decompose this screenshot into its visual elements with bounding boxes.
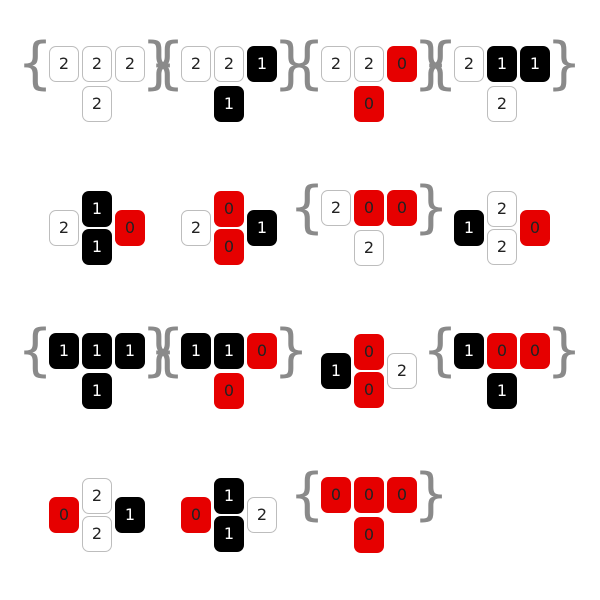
cross-bottom-tile: 0 [214,229,244,265]
cross-left-tile: 0 [181,497,211,533]
cross-right-tile: 1 [247,210,277,246]
row-tile: 2 [82,46,112,82]
row-tile: 0 [354,190,384,226]
row-tile: 0 [487,333,517,369]
open-brace: { [149,318,185,383]
cross-right-tile: 0 [115,210,145,246]
close-brace: } [413,175,449,240]
cross-left-tile: 0 [49,497,79,533]
row-tile: 0 [520,333,550,369]
close-brace: } [273,318,309,383]
row-tile: 2 [354,46,384,82]
below-tile: 1 [487,373,517,409]
row-tile: 0 [387,190,417,226]
cross-right-tile: 2 [387,353,417,389]
cross-top-tile: 0 [214,191,244,227]
cross-bottom-tile: 1 [82,229,112,265]
cross-top-tile: 2 [487,191,517,227]
close-brace: } [413,462,449,527]
row-tile: 1 [82,333,112,369]
cross-right-tile: 0 [520,210,550,246]
cross-top-tile: 1 [82,191,112,227]
row-tile: 1 [214,333,244,369]
below-tile: 2 [82,86,112,122]
below-tile: 0 [214,373,244,409]
row-tile: 2 [321,190,351,226]
below-tile: 1 [82,373,112,409]
row-tile: 0 [387,46,417,82]
open-brace: { [17,31,53,96]
below-tile: 2 [354,230,384,266]
row-tile: 1 [49,333,79,369]
row-tile: 1 [454,333,484,369]
cross-left-tile: 2 [49,210,79,246]
row-tile: 0 [354,477,384,513]
row-tile: 0 [321,477,351,513]
below-tile: 0 [354,86,384,122]
row-tile: 1 [181,333,211,369]
open-brace: { [289,462,325,527]
cross-left-tile: 2 [181,210,211,246]
cross-top-tile: 2 [82,478,112,514]
row-tile: 2 [214,46,244,82]
cross-right-tile: 1 [115,497,145,533]
row-tile: 0 [247,333,277,369]
row-tile: 2 [181,46,211,82]
row-tile: 2 [321,46,351,82]
below-tile: 0 [354,517,384,553]
cross-left-tile: 1 [454,210,484,246]
cross-left-tile: 1 [321,353,351,389]
cross-bottom-tile: 0 [354,372,384,408]
row-tile: 0 [387,477,417,513]
row-tile: 2 [454,46,484,82]
open-brace: { [149,31,185,96]
cross-top-tile: 1 [214,478,244,514]
close-brace: } [546,318,582,383]
open-brace: { [422,318,458,383]
row-tile: 1 [520,46,550,82]
cross-bottom-tile: 1 [214,516,244,552]
open-brace: { [422,31,458,96]
cross-bottom-tile: 2 [82,516,112,552]
row-tile: 2 [115,46,145,82]
below-tile: 1 [214,86,244,122]
open-brace: { [289,31,325,96]
row-tile: 1 [115,333,145,369]
open-brace: { [289,175,325,240]
cross-right-tile: 2 [247,497,277,533]
cross-bottom-tile: 2 [487,229,517,265]
close-brace: } [546,31,582,96]
below-tile: 2 [487,86,517,122]
cross-top-tile: 0 [354,334,384,370]
open-brace: { [17,318,53,383]
row-tile: 1 [487,46,517,82]
row-tile: 2 [49,46,79,82]
row-tile: 1 [247,46,277,82]
